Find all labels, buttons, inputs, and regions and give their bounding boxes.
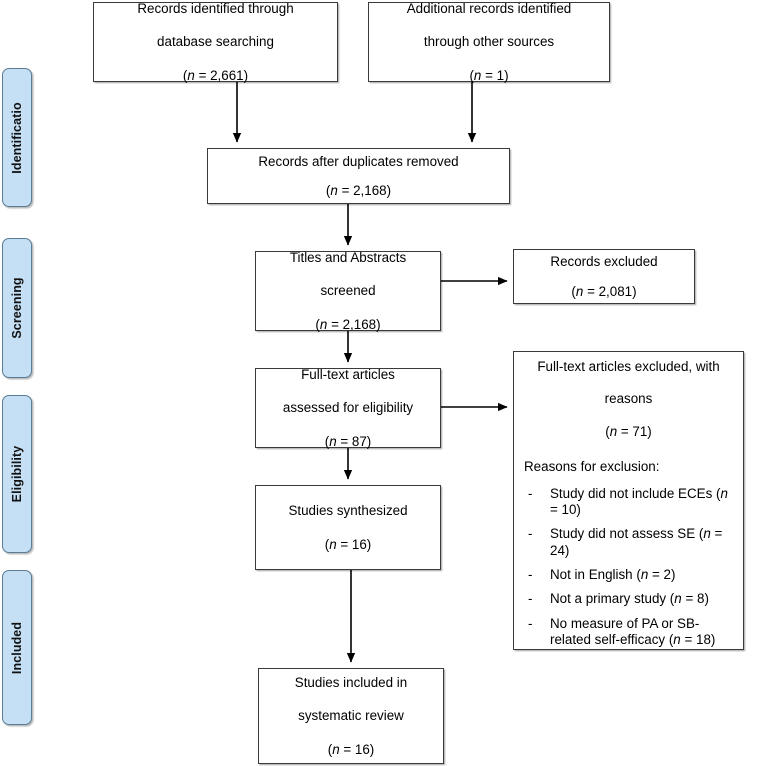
- reason-text-after: = 24): [550, 526, 723, 558]
- exclusion-reason-item: - Study did not include ECEs (n = 10): [524, 486, 733, 519]
- box-line-2: systematic review: [298, 708, 404, 724]
- box-line-1: Full-text articles: [301, 366, 395, 382]
- count-variable: n: [575, 283, 584, 299]
- count-paren-open: (: [469, 67, 474, 83]
- stage-label-identification: Identificatio: [10, 101, 24, 174]
- count-value: = 1): [481, 67, 509, 83]
- box-line-1: Studies synthesized: [288, 503, 408, 519]
- exclusion-reason-item: - Study did not assess SE (n = 24): [524, 526, 733, 559]
- count-value: = 2,661): [194, 67, 249, 83]
- reason-text-before: Study did not assess SE (: [550, 526, 704, 542]
- count-value: = 2,081): [583, 283, 637, 299]
- box-line-2: assessed for eligibility: [282, 400, 414, 416]
- reason-variable: n: [673, 632, 681, 648]
- count-paren-open: (: [327, 741, 333, 757]
- box-count: (n = 71): [524, 425, 733, 438]
- box-line-2: through other sources: [423, 34, 555, 50]
- list-dash: -: [528, 615, 533, 631]
- reason-text-after: = 2): [648, 567, 676, 582]
- count-paren-open: (: [605, 423, 610, 439]
- count-paren-open: (: [324, 536, 330, 552]
- exclusion-heading: Full-text articles excluded, with reason…: [524, 360, 733, 438]
- exclusion-reason-item: - No measure of PA or SB-related self-eff…: [524, 616, 733, 649]
- stage-label-eligibility: Eligibility: [10, 445, 24, 503]
- box-count: (n = 87): [262, 435, 434, 448]
- box-studies-synthesized: Studies synthesized (n = 16): [255, 485, 441, 570]
- reason-variable: n: [640, 567, 649, 582]
- count-value: = 2,168): [337, 183, 392, 198]
- list-dash: -: [528, 567, 533, 582]
- stage-label-included: Included: [10, 621, 24, 674]
- exclusion-reason-item: - Not a primary study (n = 8): [524, 591, 733, 607]
- reason-text-before: Not in English (: [550, 567, 641, 582]
- box-line-1: Additional records identified: [406, 0, 572, 16]
- count-variable: n: [332, 741, 340, 757]
- count-paren-open: (: [324, 433, 330, 449]
- count-value: = 16): [336, 536, 372, 552]
- box-records-after-duplicates-removed: Records after duplicates removed (n = 2,…: [207, 148, 510, 204]
- list-dash: -: [528, 526, 533, 542]
- box-fulltext-excluded-with-reasons: Full-text articles excluded, with reason…: [513, 351, 744, 650]
- box-count: (n = 16): [265, 743, 437, 756]
- reason-text-after: = 18): [680, 632, 716, 648]
- box-line-1: Records identified through: [137, 0, 294, 16]
- box-count: (n = 1): [375, 69, 603, 82]
- reason-variable: n: [703, 526, 711, 542]
- count-paren-open: (: [571, 283, 576, 299]
- stage-pill-included: Included: [2, 570, 32, 725]
- box-additional-records-other-sources: Additional records identified through ot…: [368, 0, 610, 82]
- box-count: (n = 2,661): [100, 69, 331, 82]
- box-line-1: Records after duplicates removed: [258, 153, 459, 169]
- reason-text-before: No measure of PA or SB-related self-effi…: [550, 615, 700, 648]
- stage-pill-eligibility: Eligibility: [2, 395, 32, 553]
- count-variable: n: [473, 67, 482, 83]
- box-records-excluded: Records excluded (n = 2,081): [513, 249, 695, 304]
- reason-text-before: Study did not include ECEs (: [550, 485, 721, 501]
- box-count: (n = 2,168): [262, 318, 434, 331]
- count-value: = 2,168): [327, 316, 381, 332]
- reason-text-after: = 8): [681, 591, 709, 607]
- count-value: = 16): [339, 741, 375, 757]
- box-line-2: screened: [320, 283, 376, 299]
- count-paren-open: (: [325, 183, 331, 198]
- box-count: (n = 16): [262, 536, 434, 552]
- count-variable: n: [609, 423, 618, 439]
- box-line-1: Records excluded: [550, 254, 658, 270]
- count-paren-open: (: [182, 67, 188, 83]
- box-count: (n = 2,081): [520, 283, 688, 299]
- count-variable: n: [329, 433, 337, 449]
- box-line-2: reasons: [604, 391, 653, 407]
- box-line-1: Studies included in: [294, 674, 408, 690]
- exclusion-reason-item: - Not in English (n = 2): [524, 567, 733, 583]
- box-count: (n = 2,168): [214, 184, 503, 197]
- reason-variable: n: [720, 485, 728, 501]
- box-records-identified-database: Records identified through database sear…: [93, 0, 338, 82]
- box-fulltext-assessed-eligibility: Full-text articles assessed for eligibil…: [255, 366, 441, 448]
- list-dash: -: [528, 485, 533, 501]
- stage-label-screening: Screening: [10, 277, 24, 339]
- box-line-2: database searching: [157, 34, 274, 50]
- box-line-1: Titles and Abstracts: [289, 249, 407, 265]
- reason-text-before: Not a primary study (: [550, 591, 675, 607]
- box-titles-abstracts-screened: Titles and Abstracts screened (n = 2,168…: [255, 249, 441, 331]
- exclusion-reasons-title: Reasons for exclusion:: [524, 459, 660, 475]
- count-paren-open: (: [315, 316, 320, 332]
- box-studies-included-systematic-review: Studies included in systematic review (n…: [258, 668, 444, 764]
- count-variable: n: [319, 316, 328, 332]
- count-value: = 71): [617, 423, 652, 439]
- count-variable: n: [330, 183, 338, 198]
- stage-pill-identification: Identificatio: [2, 68, 32, 207]
- list-dash: -: [528, 591, 533, 607]
- count-variable: n: [187, 67, 195, 83]
- stage-pill-screening: Screening: [2, 238, 32, 378]
- exclusion-reasons-list: -Study did not include ECEs (n = 10) -St…: [524, 486, 733, 649]
- reason-text-after: = 10): [550, 501, 581, 517]
- count-variable: n: [329, 536, 337, 552]
- count-value: = 87): [336, 433, 372, 449]
- reason-variable: n: [674, 591, 682, 607]
- box-line-1: Full-text articles excluded, with: [537, 359, 720, 374]
